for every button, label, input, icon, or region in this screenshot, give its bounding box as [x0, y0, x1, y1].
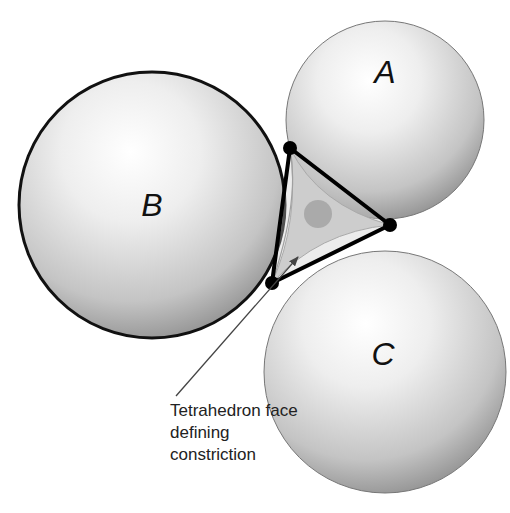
contact-point: [265, 276, 279, 290]
sphere-letter: A: [374, 56, 395, 88]
sphere-body: [264, 251, 506, 493]
sphere: B: [17, 70, 287, 340]
sphere-letter: C: [371, 338, 394, 370]
sphere-outline: [263, 250, 507, 494]
constriction-sphere: [304, 200, 332, 228]
sphere-body: [19, 72, 285, 338]
sphere-letter: B: [141, 189, 162, 221]
sphere-body: [286, 21, 484, 219]
sphere-outline: [285, 20, 485, 220]
sphere: A: [285, 20, 485, 220]
contact-point: [383, 218, 397, 232]
callout-label: Tetrahedron face defining constriction: [170, 400, 320, 466]
sphere: C: [263, 250, 507, 494]
